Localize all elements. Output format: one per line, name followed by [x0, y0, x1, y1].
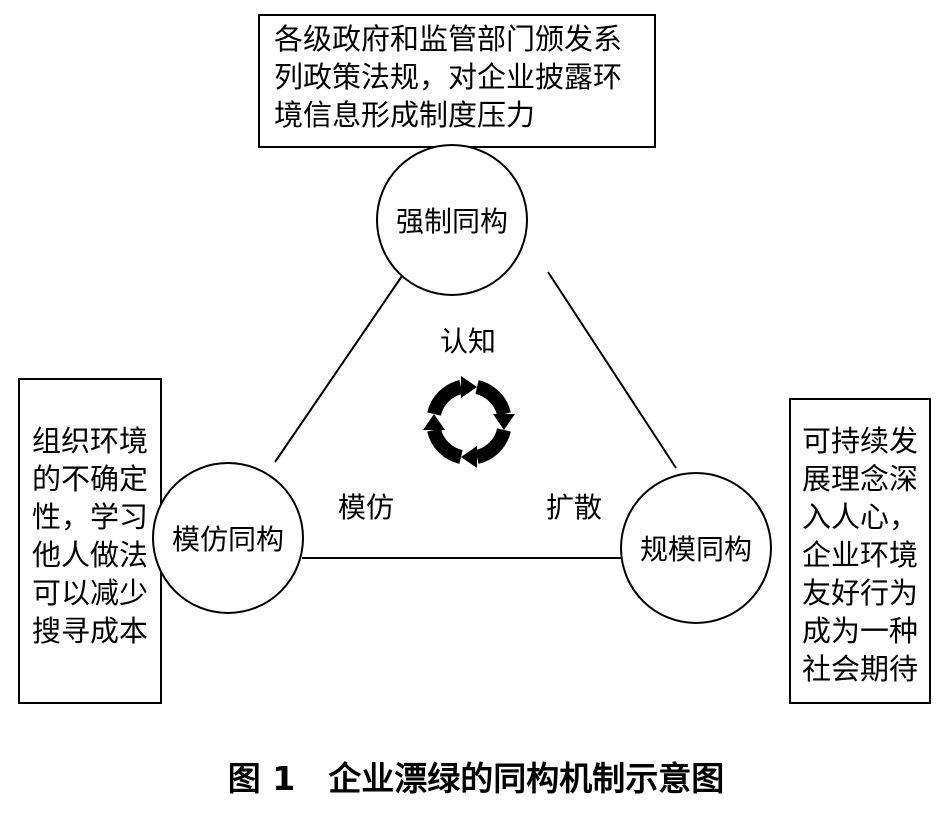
coercive-isomorphism-node: 强制同构 — [376, 144, 528, 296]
coercive-description-box: 各级政府和监管部门颁发系 列政策法规，对企业披露环 境信息形成制度压力 — [258, 14, 656, 148]
normative-description-box: 可持续发 展理念深 入人心， 企业环境 友好行为 成为一种 社会期待 — [789, 398, 931, 704]
coercive-node-label: 强制同构 — [395, 205, 508, 238]
mimetic-text-line: 他人做法 — [31, 538, 148, 572]
mimetic-isomorphism-node: 模仿同构 — [152, 462, 304, 614]
edge-top-right — [547, 271, 677, 469]
coercive-text-line: 境信息形成制度压力 — [274, 98, 536, 132]
diffusion-label: 扩散 — [546, 491, 603, 524]
mimetic-description-box: 组织环境 的不确定 性，学习 他人做法 可以减少 搜寻成本 — [18, 378, 162, 704]
normative-isomorphism-node: 规模同构 — [620, 472, 772, 624]
coercive-text-line: 列政策法规，对企业披露环 — [274, 60, 623, 94]
mimetic-text-line: 可以减少 — [31, 576, 148, 610]
mimetic-text-line: 性，学习 — [31, 500, 148, 534]
mimetic-text-line: 组织环境 — [31, 424, 148, 458]
imitation-label: 模仿 — [338, 491, 395, 524]
normative-text-line: 展理念深 — [801, 462, 918, 496]
mimetic-text-line: 搜寻成本 — [31, 614, 148, 648]
mimetic-text-line: 的不确定 — [31, 462, 148, 496]
cognition-label: 认知 — [440, 325, 497, 358]
figure-caption: 图 1 企业漂绿的同构机制示意图 — [227, 759, 725, 798]
normative-text-line: 社会期待 — [801, 652, 918, 686]
normative-text-line: 成为一种 — [801, 614, 918, 648]
normative-text-line: 友好行为 — [801, 576, 918, 610]
circular-arrows-icon — [423, 376, 515, 468]
coercive-text-line: 各级政府和监管部门颁发系 — [274, 22, 623, 56]
edge-top-left — [274, 275, 403, 463]
normative-text-line: 可持续发 — [801, 424, 918, 458]
normative-text-line: 入人心， — [801, 500, 918, 534]
normative-node-label: 规模同构 — [639, 533, 752, 566]
mimetic-node-label: 模仿同构 — [171, 523, 284, 556]
normative-text-line: 企业环境 — [801, 538, 918, 572]
